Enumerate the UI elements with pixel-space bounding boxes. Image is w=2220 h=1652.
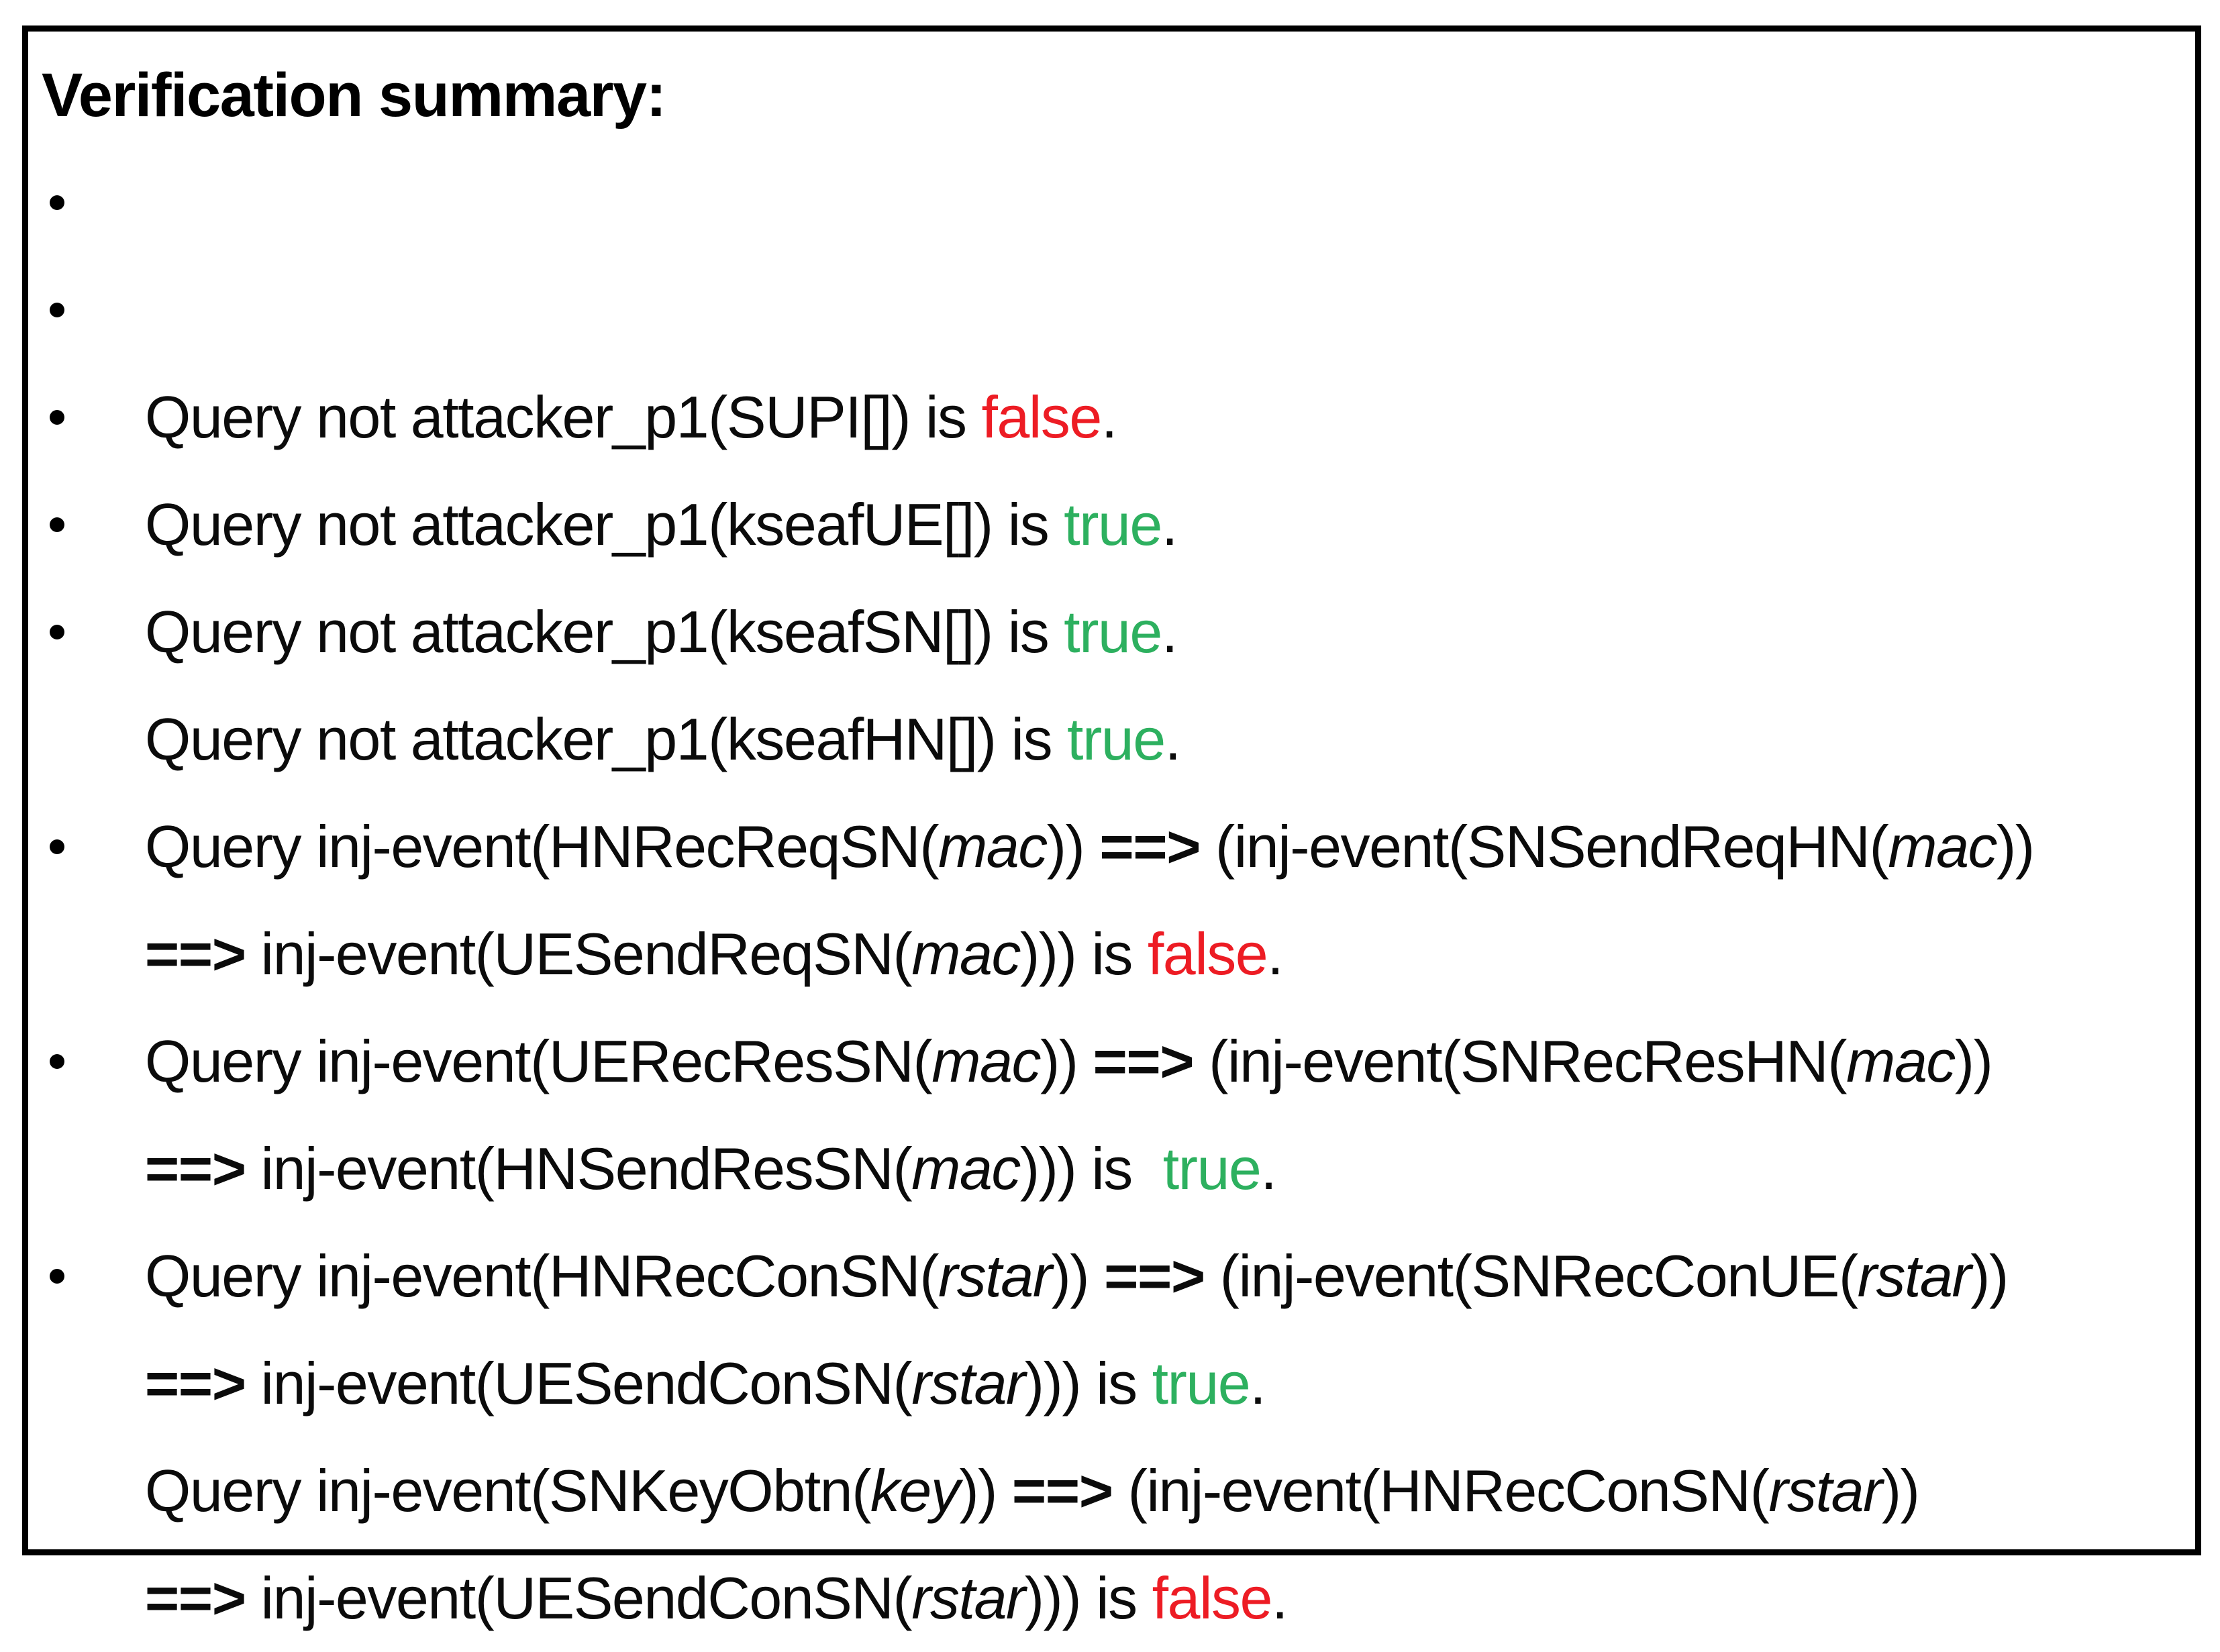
query-variable: mac	[938, 813, 1048, 880]
query-line: Query inj-event(SNKeyObtn(key)) ==> (inj…	[28, 1223, 2195, 1524]
query-text-segment: Query not attacker_p1(kseafUE[]) is	[144, 491, 1064, 558]
verdict-false: false	[1147, 921, 1268, 987]
query-text-segment: Query inj-event(SNKeyObtn(	[144, 1457, 871, 1524]
implies-arrow: ==>	[1104, 1243, 1205, 1309]
bullet-marker	[50, 1054, 64, 1069]
bullet-marker	[50, 303, 64, 317]
query-text-segment: (inj-event(SNRecConUE(	[1204, 1243, 1858, 1309]
bullet-marker	[50, 625, 64, 639]
verdict-true: true	[1064, 599, 1162, 665]
query-text-segment: ))	[1046, 813, 1100, 880]
verdict-true: true	[1064, 491, 1162, 558]
query-text-segment: .	[1164, 706, 1181, 772]
query-variable: mac	[911, 1135, 1021, 1202]
implies-arrow: ==>	[1093, 1028, 1195, 1094]
query-variable: rstar	[938, 1243, 1052, 1309]
implies-arrow: ==>	[1011, 1457, 1113, 1524]
implies-arrow: ==>	[144, 921, 246, 987]
implies-arrow: ==>	[144, 1135, 246, 1202]
query-text-segment: Query inj-event(HNRecConSN(	[144, 1243, 940, 1309]
bullet-marker	[50, 1269, 64, 1284]
query-text-segment: .	[1267, 921, 1283, 987]
query-line: Query inj-event(HNRecConSN(rstar)) ==> (…	[28, 1008, 2195, 1309]
query-text-segment: (inj-event(SNRecResHN(	[1193, 1028, 1847, 1094]
query-line: ==> inj-event(UESendConSN(rstar))) is fa…	[28, 1330, 2195, 1631]
query-text-segment: inj-event(UESendReqSN(	[245, 921, 913, 987]
bullet-marker	[50, 839, 64, 854]
query-line: Query not attacker_p1(kseafUE[]) is true…	[28, 256, 2195, 558]
query-text-segment: ))	[1051, 1243, 1105, 1309]
query-text-segment: ))) is	[1024, 1350, 1152, 1416]
implies-arrow: ==>	[144, 1565, 246, 1631]
query-text-segment: ))	[1040, 1028, 1093, 1094]
query-variable: mac	[1888, 813, 1997, 880]
query-line: Query not attacker_p1(kseafHN[]) is true…	[28, 471, 2195, 772]
query-text-segment: (inj-event(SNSendReqHN(	[1199, 813, 1889, 880]
query-text-segment: ))) is	[1019, 1135, 1163, 1202]
query-line: Query not attacker_p1(kseafSN[]) is true…	[28, 364, 2195, 665]
query-line: Query not attacker_p1(SUPI[]) is false.	[28, 149, 2195, 450]
query-line: Query inj-event(HNRecReqSN(mac)) ==> (in…	[28, 578, 2195, 880]
verdict-false: false	[981, 384, 1102, 450]
bullet-marker	[50, 517, 64, 532]
query-result-list: Query not attacker_p1(SUPI[]) is false. …	[28, 149, 2195, 1631]
panel-title: Verification summary:	[42, 61, 666, 130]
query-text-segment: Query not attacker_p1(SUPI[]) is	[144, 384, 982, 450]
query-text-segment: .	[1271, 1565, 1288, 1631]
verdict-true: true	[1067, 706, 1166, 772]
query-text-segment: ))) is	[1019, 921, 1148, 987]
query-line: Query inj-event(UERecResSN(mac)) ==> (in…	[28, 793, 2195, 1094]
verdict-false: false	[1152, 1565, 1273, 1631]
query-variable: mac	[911, 921, 1021, 987]
query-text-segment: (inj-event(HNRecConSN(	[1112, 1457, 1770, 1524]
query-variable: rstar	[911, 1565, 1025, 1631]
verdict-true: true	[1152, 1350, 1251, 1416]
query-text-segment: ))) is	[1024, 1565, 1152, 1631]
query-text-segment: .	[1161, 491, 1178, 558]
implies-arrow: ==>	[1099, 813, 1201, 880]
query-variable: rstar	[1857, 1243, 1972, 1309]
bullet-marker	[50, 410, 64, 425]
query-text-segment: .	[1161, 599, 1178, 665]
query-variable: rstar	[1768, 1457, 1882, 1524]
query-text-segment: .	[1250, 1350, 1266, 1416]
implies-arrow: ==>	[144, 1350, 246, 1416]
query-text-segment: ))	[1970, 1243, 2009, 1309]
query-text-segment: ))	[1997, 813, 2035, 880]
query-line: ==> inj-event(UESendConSN(rstar))) is tr…	[28, 1115, 2195, 1416]
query-variable: rstar	[911, 1350, 1025, 1416]
query-text-segment: ))	[959, 1457, 1012, 1524]
query-line: ==> inj-event(HNSendResSN(mac))) is true…	[28, 900, 2195, 1202]
query-text-segment: Query not attacker_p1(kseafHN[]) is	[144, 706, 1068, 772]
query-text-segment: Query not attacker_p1(kseafSN[]) is	[144, 599, 1064, 665]
query-text-segment: .	[1101, 384, 1117, 450]
query-text-segment: ))	[1881, 1457, 1920, 1524]
query-text-segment: inj-event(UESendConSN(	[245, 1565, 913, 1631]
query-line: ==> inj-event(UESendReqSN(mac))) is fals…	[28, 686, 2195, 987]
query-text-segment: ))	[1954, 1028, 1993, 1094]
query-text-segment: inj-event(HNSendResSN(	[245, 1135, 913, 1202]
query-variable: mac	[931, 1028, 1041, 1094]
verification-summary-panel: Verification summary: Query not attacker…	[22, 25, 2201, 1631]
query-text-segment: Query inj-event(HNRecReqSN(	[144, 813, 940, 880]
query-text-segment: inj-event(UESendConSN(	[245, 1350, 913, 1416]
query-text-segment: .	[1260, 1135, 1276, 1202]
verdict-true: true	[1162, 1135, 1262, 1202]
query-variable: mac	[1846, 1028, 1956, 1094]
query-text-segment: Query inj-event(UERecResSN(	[144, 1028, 933, 1094]
query-variable: key	[870, 1457, 960, 1524]
bullet-marker	[50, 195, 64, 210]
panel-content: Verification summary: Query not attacker…	[28, 42, 2195, 1631]
